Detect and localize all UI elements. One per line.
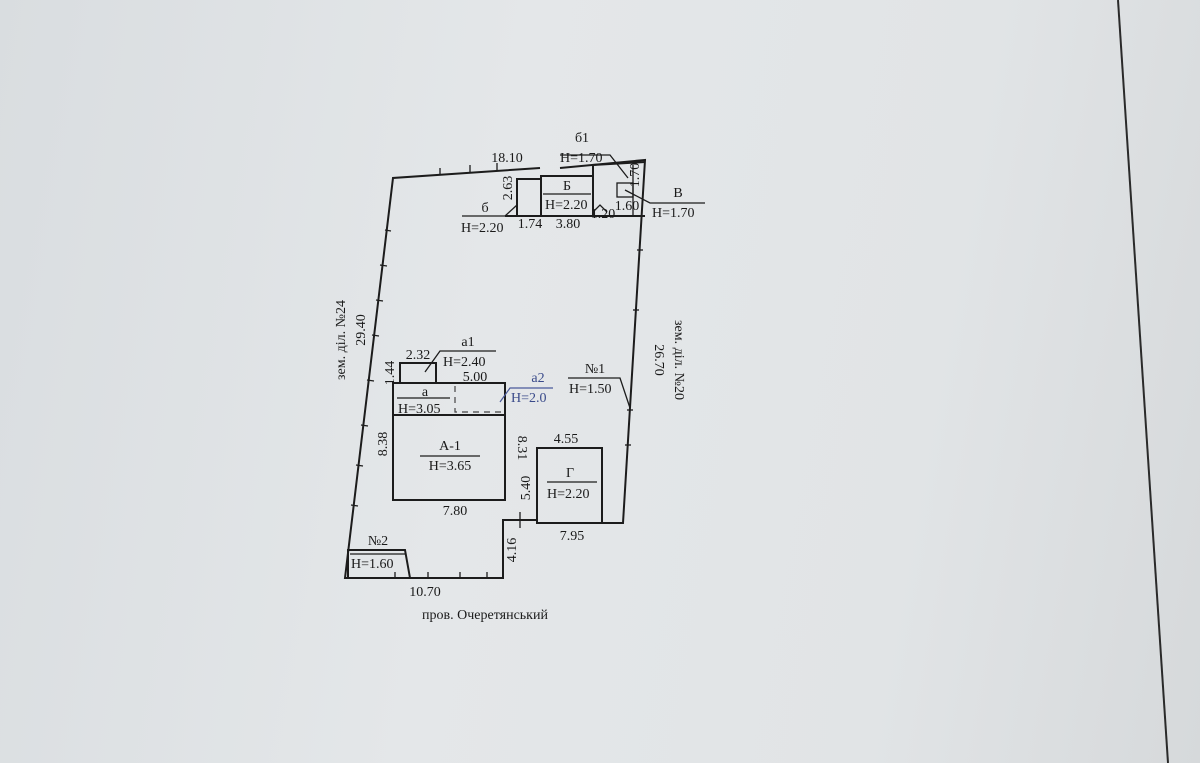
paper-edge [1117, 0, 1169, 763]
svg-text:зем. діл. №24: зем. діл. №24 [334, 300, 349, 380]
neighbor-labels: зем. діл. №24 зем. діл. №20 [334, 300, 686, 400]
svg-text:1.44: 1.44 [383, 361, 398, 386]
svg-text:Б: Б [563, 179, 571, 194]
svg-text:зем. діл. №20: зем. діл. №20 [671, 320, 686, 400]
svg-text:3.80: 3.80 [556, 217, 581, 232]
svg-text:H=3.05: H=3.05 [398, 402, 441, 417]
building-G: Г H=2.20 [536, 447, 603, 524]
svg-text:б1: б1 [575, 131, 589, 146]
svg-text:1.20: 1.20 [591, 207, 616, 222]
building-a: а H=3.05 [392, 382, 506, 417]
svg-text:5.40: 5.40 [519, 476, 534, 501]
svg-text:H=2.0: H=2.0 [511, 391, 547, 406]
svg-text:а2: а2 [531, 371, 544, 386]
svg-text:H=3.65: H=3.65 [429, 459, 472, 474]
svg-text:Г: Г [566, 466, 574, 481]
svg-text:8.31: 8.31 [514, 436, 529, 461]
svg-text:4.55: 4.55 [554, 432, 579, 447]
svg-text:5.00: 5.00 [463, 370, 488, 385]
svg-text:а1: а1 [461, 335, 474, 350]
street-label: пров. Очеретянський [422, 608, 548, 623]
svg-text:H=1.50: H=1.50 [569, 382, 612, 397]
structure-no2: №2 H=1.60 [347, 534, 411, 579]
svg-text:а: а [422, 385, 429, 400]
building-a2: а2 H=2.0 [454, 371, 553, 413]
svg-text:1.74: 1.74 [518, 217, 543, 232]
svg-text:7.80: 7.80 [443, 504, 468, 519]
svg-text:H=1.60: H=1.60 [351, 557, 394, 572]
dimension-labels: 18.10 29.40 26.70 10.70 4.16 5.40 4.55 7… [354, 151, 666, 600]
svg-text:1.70: 1.70 [628, 163, 643, 188]
svg-text:2.32: 2.32 [406, 348, 431, 363]
svg-text:№2: №2 [368, 534, 388, 549]
svg-text:H=2.20: H=2.20 [547, 487, 590, 502]
svg-text:H=2.20: H=2.20 [461, 221, 504, 236]
svg-text:H=2.40: H=2.40 [443, 355, 486, 370]
svg-text:А-1: А-1 [439, 439, 461, 454]
svg-text:4.16: 4.16 [505, 538, 520, 563]
svg-text:10.70: 10.70 [409, 585, 441, 600]
svg-text:H=1.70: H=1.70 [652, 206, 695, 221]
svg-text:29.40: 29.40 [354, 314, 369, 346]
svg-text:26.70: 26.70 [651, 344, 666, 376]
svg-text:H=1.70: H=1.70 [560, 151, 603, 166]
outbuildings-top: Б H=2.20 б H=2.20 б1 H=1.70 В H=1.70 [461, 131, 705, 236]
structure-no1: №1 H=1.50 [568, 362, 631, 409]
svg-text:1.60: 1.60 [615, 199, 640, 214]
svg-text:В: В [673, 186, 682, 201]
svg-text:18.10: 18.10 [491, 151, 523, 166]
svg-text:H=2.20: H=2.20 [545, 198, 588, 213]
svg-text:2.63: 2.63 [501, 176, 516, 201]
svg-text:8.38: 8.38 [376, 432, 391, 457]
svg-text:№1: №1 [585, 362, 605, 377]
building-A1: А-1 H=3.65 [392, 414, 506, 501]
svg-text:7.95: 7.95 [560, 529, 585, 544]
building-a1: а1 H=2.40 [399, 335, 496, 384]
svg-text:б: б [481, 201, 488, 216]
